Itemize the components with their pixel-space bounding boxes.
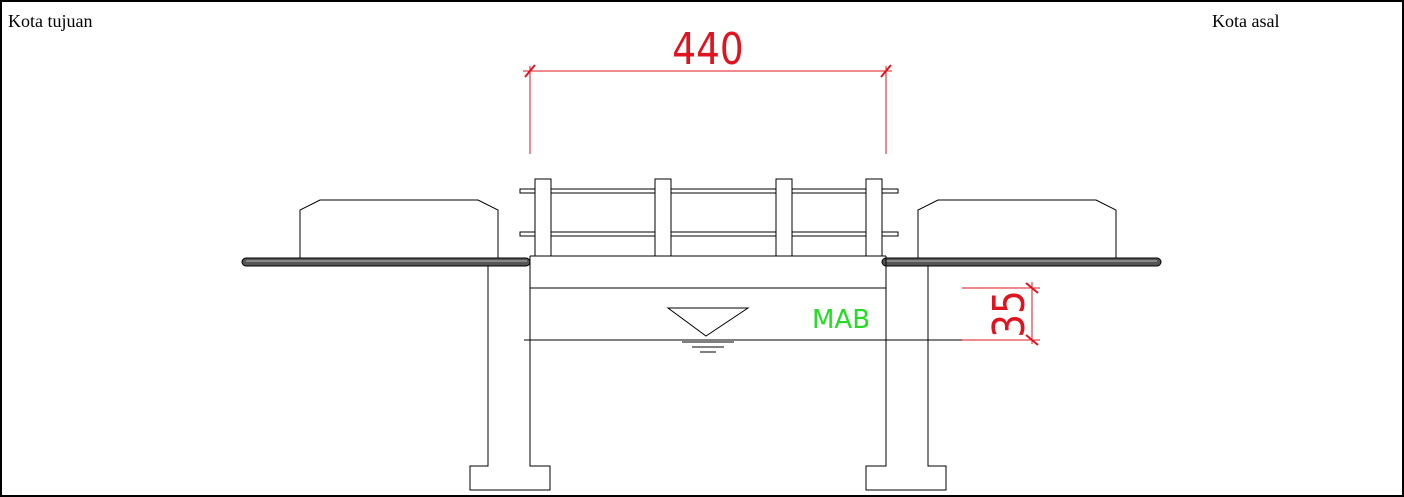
span-dimension xyxy=(523,64,892,154)
railing-post-2 xyxy=(654,178,672,257)
railing xyxy=(519,178,899,257)
water-level-label: MAB xyxy=(812,305,870,335)
railing-post-4 xyxy=(865,178,883,257)
freeboard-dimension xyxy=(962,282,1040,346)
span-dimension-value: 440 xyxy=(672,23,743,75)
left-approach-deck xyxy=(241,257,531,267)
left-barrier-block xyxy=(299,199,499,258)
railing-rail-upper xyxy=(519,188,899,194)
freeboard-tick-top xyxy=(1025,282,1039,294)
right-barrier-block xyxy=(917,199,1117,258)
bridge-deck xyxy=(529,255,887,289)
right-approach xyxy=(881,199,1162,267)
railing-post-1 xyxy=(534,178,552,257)
span-tick-right xyxy=(880,64,892,78)
water-level-icon xyxy=(666,307,750,353)
freeboard-tick-bottom xyxy=(1025,334,1039,346)
right-approach-deck xyxy=(881,257,1162,267)
right-abutment xyxy=(865,266,947,491)
railing-rail-lower xyxy=(519,231,899,237)
origin-city-label: Kota asal xyxy=(1212,11,1280,31)
freeboard-dimension-value: 35 xyxy=(983,290,1035,338)
left-abutment xyxy=(469,266,551,491)
span-tick-left xyxy=(524,64,536,78)
left-approach xyxy=(241,199,531,267)
railing-post-3 xyxy=(775,178,793,257)
destination-city-label: Kota tujuan xyxy=(8,11,93,31)
